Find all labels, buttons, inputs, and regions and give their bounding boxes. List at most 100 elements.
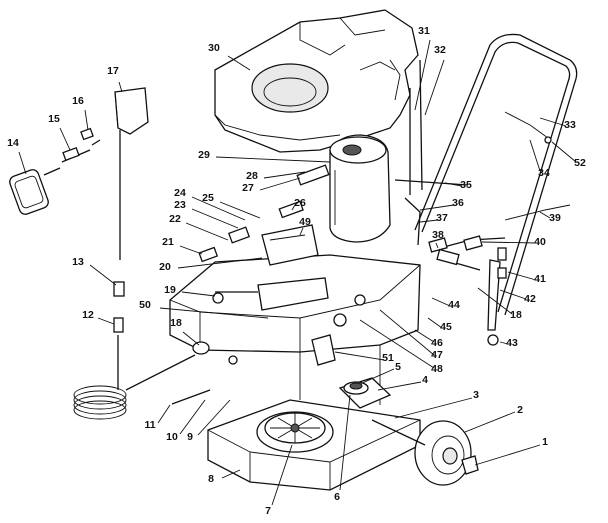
callout-leader-1 <box>474 444 541 466</box>
callout-label-28: 28 <box>246 170 258 182</box>
callout-leader-5 <box>359 368 395 385</box>
fuel-tank <box>329 134 391 243</box>
callout-label-26: 26 <box>294 197 306 209</box>
wheel <box>371 419 479 486</box>
callout-label-15: 15 <box>48 113 60 125</box>
callout-label-24: 24 <box>174 187 186 199</box>
callout-leader-17 <box>118 81 123 93</box>
callout-leader-48 <box>359 319 435 369</box>
callout-label-22: 22 <box>169 213 181 225</box>
callout-label-29: 29 <box>198 149 210 161</box>
callout-leader-22 <box>185 222 229 241</box>
pump-wheel <box>256 411 334 453</box>
callout-leader-34 <box>529 139 541 172</box>
callout-label-4: 4 <box>422 374 428 386</box>
callout-label-35: 35 <box>460 179 472 191</box>
callout-label-47: 47 <box>431 349 443 361</box>
callout-label-44: 44 <box>448 299 460 311</box>
callout-label-14: 14 <box>7 137 19 149</box>
callout-leader-46 <box>414 329 435 343</box>
callout-leader-11 <box>157 404 171 424</box>
callout-label-18: 18 <box>170 317 182 329</box>
callout-leader-6 <box>339 394 351 491</box>
callouts: 1234567891011121314151617181819202122232… <box>7 25 586 517</box>
callout-leader-47 <box>379 309 435 356</box>
callout-label-5: 5 <box>395 361 401 373</box>
callout-leader-24 <box>191 196 246 221</box>
callout-leader-27 <box>259 177 301 191</box>
callout-leader-7 <box>271 444 293 506</box>
misc-fittings <box>171 59 423 405</box>
callout-leader-16 <box>84 109 89 131</box>
callout-leader-19 <box>181 291 216 297</box>
callout-label-38: 38 <box>432 229 444 241</box>
callout-leader-13 <box>89 264 117 286</box>
callout-label-34: 34 <box>538 167 550 179</box>
callout-label-25: 25 <box>202 192 214 204</box>
callout-leader-4 <box>377 381 422 391</box>
callout-label-37: 37 <box>436 212 448 224</box>
hose-coil <box>73 317 196 420</box>
callout-label-45: 45 <box>440 321 452 333</box>
callout-leader-42 <box>499 289 527 300</box>
callout-leader-26 <box>291 204 296 211</box>
callout-leader-2 <box>464 411 516 433</box>
callout-label-21: 21 <box>162 236 174 248</box>
callout-leader-50 <box>159 307 269 319</box>
callout-leader-8 <box>221 469 241 479</box>
callout-leader-23 <box>191 208 239 229</box>
callout-label-1: 1 <box>542 436 548 448</box>
callout-label-2: 2 <box>517 404 523 416</box>
callout-leader-28 <box>263 171 306 179</box>
callout-label-52: 52 <box>574 157 586 169</box>
manifold-assembly <box>198 164 330 311</box>
callout-label-9: 9 <box>187 431 193 443</box>
callout-label-23: 23 <box>174 199 186 211</box>
callout-label-40: 40 <box>534 236 546 248</box>
callout-leader-36 <box>419 204 455 211</box>
callout-label-48: 48 <box>431 363 443 375</box>
callout-label-3: 3 <box>473 389 479 401</box>
callout-label-33: 33 <box>564 119 576 131</box>
callout-leader-29 <box>215 156 331 163</box>
callout-leader-37 <box>419 219 439 223</box>
callout-leader-21 <box>179 245 203 255</box>
callout-label-11: 11 <box>144 419 155 431</box>
handle-frame <box>414 33 578 331</box>
callout-label-12: 12 <box>82 309 94 321</box>
callout-leader-18 <box>477 287 513 315</box>
callout-leader-31 <box>414 39 431 111</box>
callout-label-49: 49 <box>299 216 311 228</box>
callout-leader-41 <box>507 271 537 281</box>
callout-label-27: 27 <box>242 182 254 194</box>
spray-gun-parts <box>9 87 149 297</box>
callout-label-42: 42 <box>524 293 536 305</box>
callout-leader-35 <box>444 182 463 187</box>
callout-leader-40 <box>481 241 537 244</box>
callout-label-50: 50 <box>139 299 151 311</box>
callout-label-43: 43 <box>506 337 518 349</box>
callout-leader-18 <box>182 331 200 346</box>
callout-label-18: 18 <box>510 309 522 321</box>
callout-label-7: 7 <box>265 505 271 517</box>
callout-leader-52 <box>551 141 577 163</box>
callout-leader-12 <box>97 317 115 325</box>
callout-label-30: 30 <box>208 42 220 54</box>
callout-label-8: 8 <box>208 473 214 485</box>
callout-leader-25 <box>219 201 261 219</box>
callout-label-39: 39 <box>549 212 561 224</box>
engine-shroud <box>214 9 419 153</box>
callout-leader-32 <box>424 59 445 116</box>
callout-label-32: 32 <box>434 44 446 56</box>
callout-label-16: 16 <box>72 95 84 107</box>
bracket-cap <box>338 377 392 409</box>
callout-label-17: 17 <box>107 65 119 77</box>
callout-leader-15 <box>59 127 71 151</box>
callout-label-36: 36 <box>452 197 464 209</box>
callout-leader-45 <box>427 317 443 329</box>
callout-label-41: 41 <box>534 273 546 285</box>
callout-leader-30 <box>227 55 251 71</box>
callout-label-6: 6 <box>334 491 340 503</box>
callout-leader-43 <box>499 341 509 345</box>
